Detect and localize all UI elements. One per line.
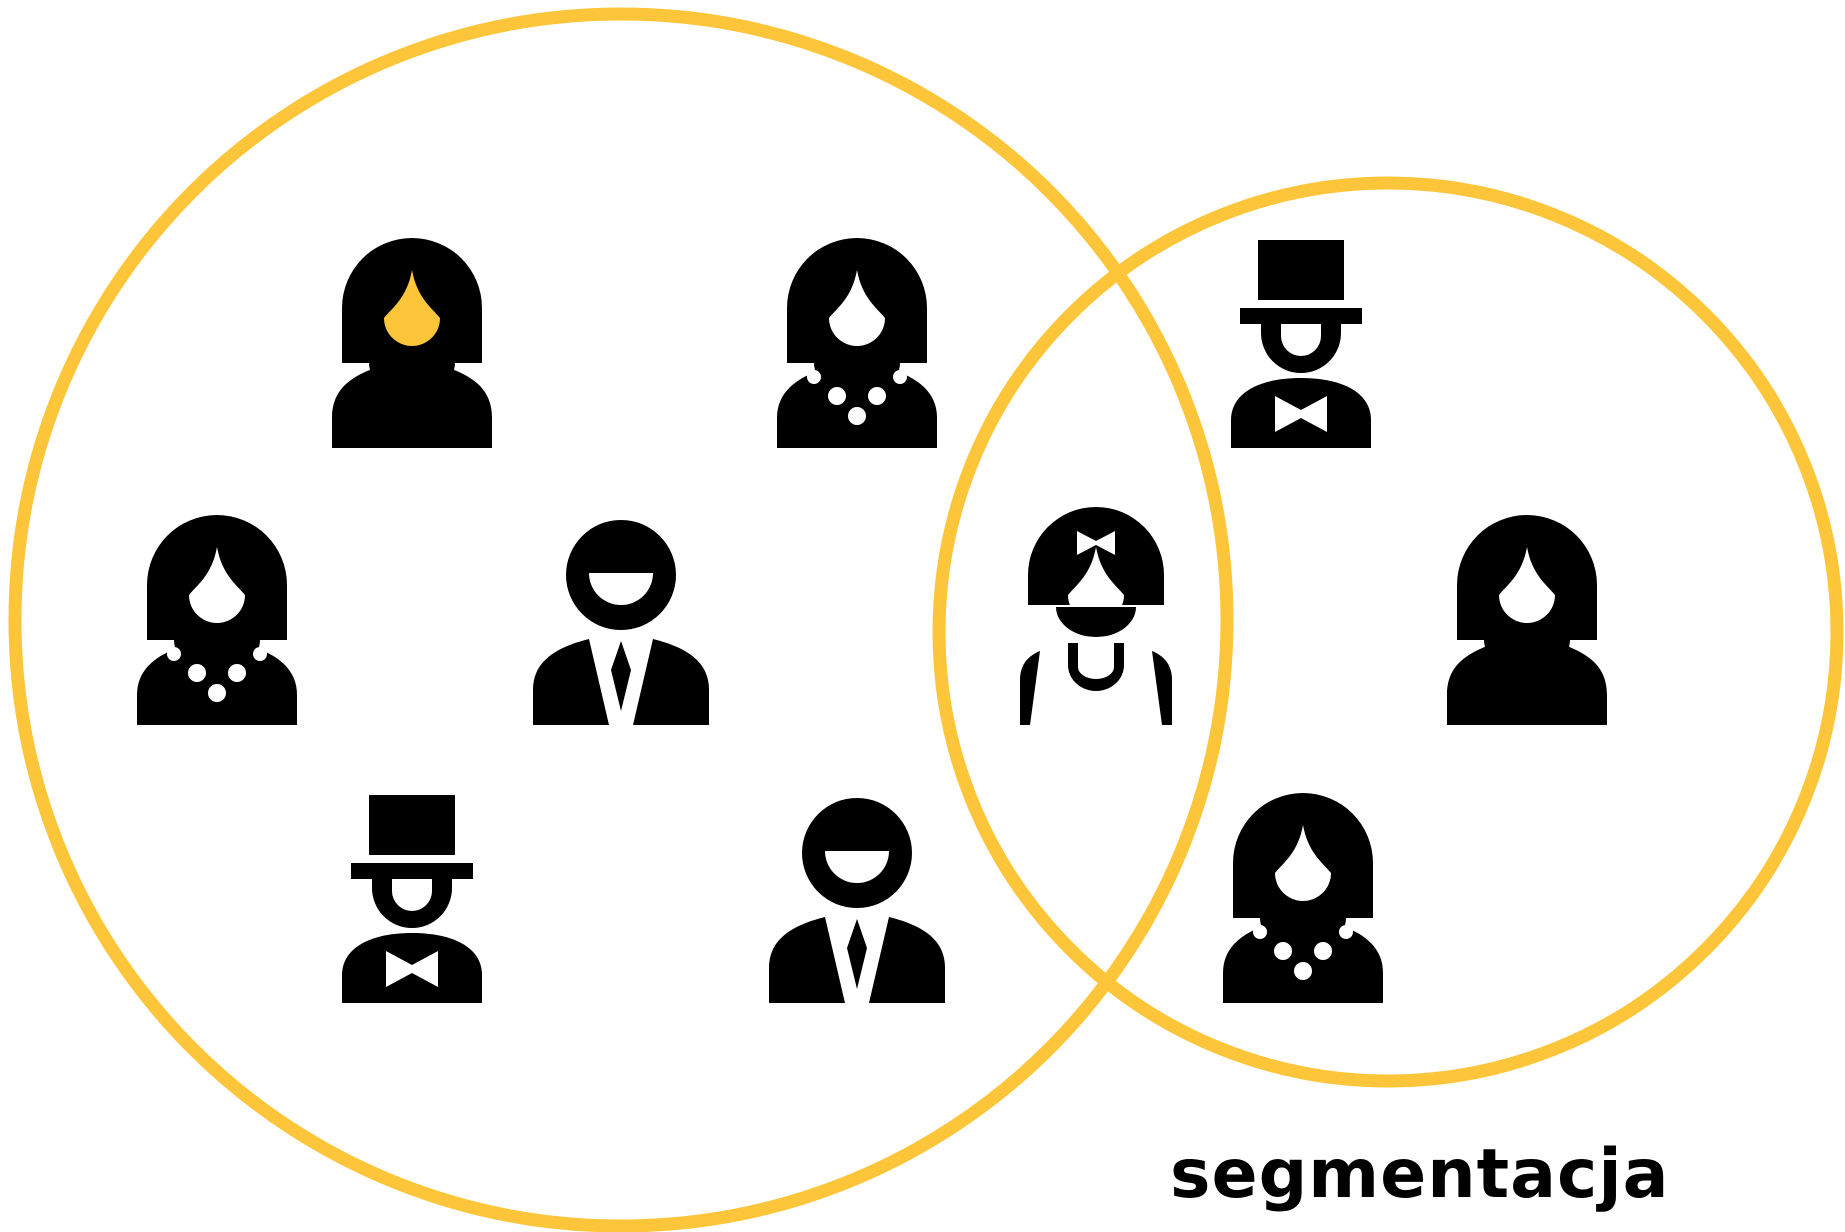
- large-circle: [8, 7, 1234, 1232]
- woman-necklace-person-icon: [777, 238, 937, 448]
- man-suit-tie-person-icon: [769, 798, 945, 1003]
- woman-v-neck-person-icon: [332, 238, 492, 448]
- man-top-hat-person-icon: [342, 795, 482, 1003]
- woman-necklace-person-icon: [137, 515, 297, 725]
- people-figures: [137, 238, 1607, 1003]
- woman-v-neck-person-icon: [1447, 515, 1607, 725]
- girl-bow-apron-person-icon: [1020, 507, 1172, 725]
- woman-necklace-person-icon: [1223, 793, 1383, 1003]
- small-circle: [932, 176, 1844, 1088]
- man-suit-tie-person-icon: [533, 520, 709, 725]
- segment-rings: [8, 7, 1844, 1232]
- man-top-hat-person-icon: [1231, 240, 1371, 448]
- caption-label: segmentacja: [1170, 1135, 1670, 1214]
